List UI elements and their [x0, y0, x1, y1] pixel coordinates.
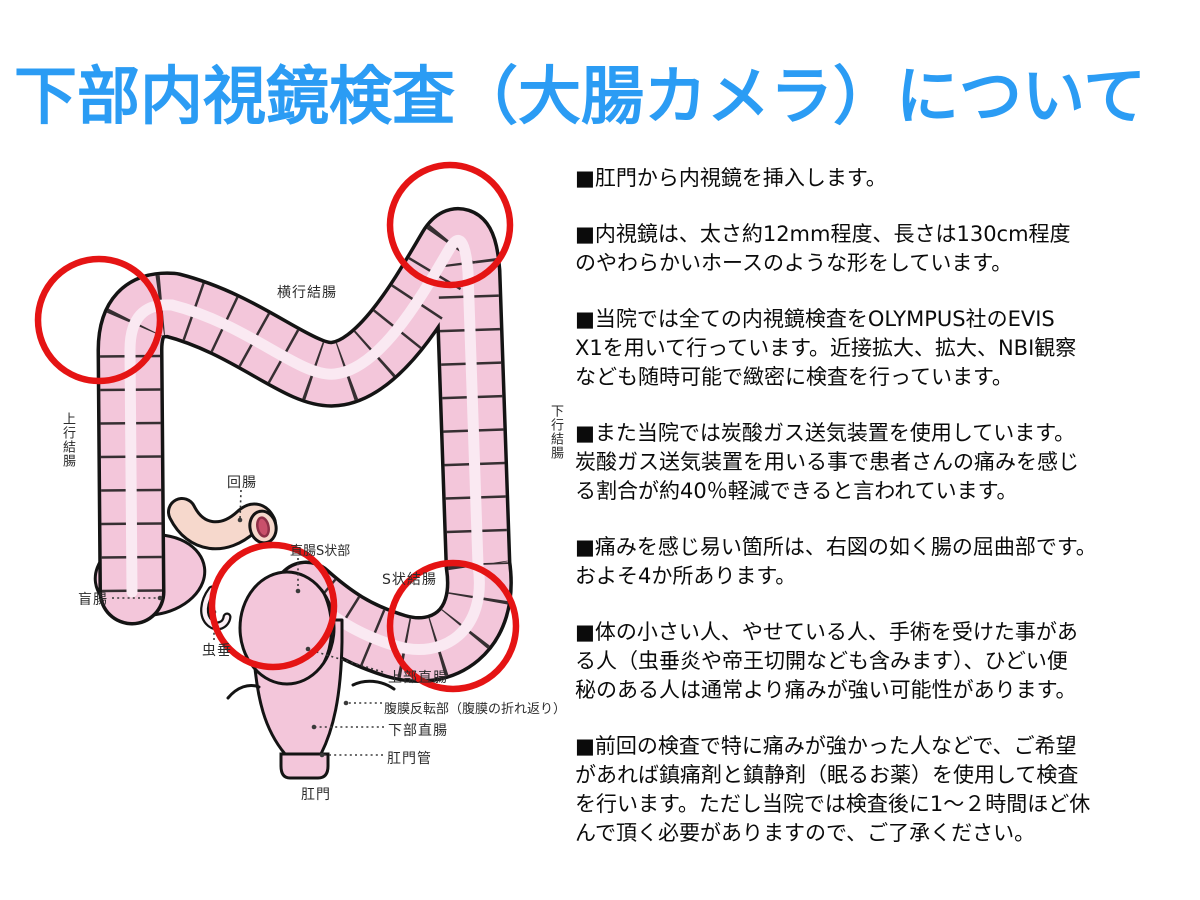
- text-line: 秘のある人は通常より痛みが強い可能性があります。: [575, 678, 1077, 702]
- label-peritoneal-reflection: 腹膜反転部（腹膜の折れ返り）: [384, 702, 567, 717]
- label-leader-lines: [112, 489, 384, 756]
- text-line: ■前回の検査で特に痛みが強かった人などで、ご希望: [575, 734, 1077, 758]
- label-anal-canal: 肛門管: [387, 751, 432, 767]
- pain-point-rectosigmoid: [208, 541, 338, 671]
- label-upper-rectum: 上部直腸: [388, 670, 448, 686]
- text-line: ■肛門から内視鏡を挿入します。: [575, 166, 887, 190]
- colon-diagram: 横行結腸 上行結腸 下行結腸 回腸 盲腸 虫垂 直腸S状部 S状結腸 上部直腸 …: [0, 150, 600, 900]
- bullet-pain-points: ■痛みを感じ易い箇所は、右図の如く腸の屈曲部です。 およそ4か所あります。: [575, 533, 1200, 591]
- bullet-insertion: ■肛門から内視鏡を挿入します。: [575, 164, 1200, 193]
- label-appendix: 虫垂: [202, 643, 232, 659]
- text-line: る人（虫垂炎や帝王切開なども含みます）、ひどい便: [575, 649, 1068, 673]
- bullet-scope-size: ■内視鏡は、太さ約12mm程度、長さは130cm程度 のやわらかいホースのような…: [575, 220, 1200, 278]
- pain-point-sigmoid-descending: [386, 559, 520, 693]
- ileum-shape: [167, 497, 278, 551]
- text-line: なども随時可能で緻密に検査を行っています。: [575, 365, 1013, 389]
- label-cecum: 盲腸: [78, 592, 108, 608]
- text-line: X1を用いて行っています。近接拡大、拡大、NBI観察: [575, 336, 1077, 360]
- text-line: ■当院では全ての内視鏡検査をOLYMPUS社のEVIS: [575, 307, 1055, 331]
- text-line: ■体の小さい人、やせている人、手術を受けた事があ: [575, 620, 1078, 644]
- appendix-shape: [200, 585, 232, 631]
- text-line: を行います。ただし当院では検査後に1～２時間ほど休: [575, 792, 1091, 816]
- label-ileum: 回腸: [227, 475, 257, 491]
- label-transverse-colon: 横行結腸: [277, 285, 337, 301]
- info-text-column: ■肛門から内視鏡を挿入します。 ■内視鏡は、太さ約12mm程度、長さは130cm…: [575, 164, 1200, 875]
- bullet-sedation: ■前回の検査で特に痛みが強かった人などで、ご希望 があれば鎮痛剤と鎮静剤（眠るお…: [575, 732, 1200, 848]
- bullet-risk-factors: ■体の小さい人、やせている人、手術を受けた事があ る人（虫垂炎や帝王切開なども含…: [575, 618, 1200, 705]
- bullet-co2-insufflation: ■また当院では炭酸ガス送気装置を使用しています。 炭酸ガス送気装置を用いる事で患…: [575, 419, 1200, 506]
- text-line: ■痛みを感じ易い箇所は、右図の如く腸の屈曲部です。: [575, 535, 1097, 559]
- bullet-equipment: ■当院では全ての内視鏡検査をOLYMPUS社のEVIS X1を用いて行っています…: [575, 305, 1200, 392]
- text-line: のやわらかいホースのような形をしています。: [575, 251, 1013, 275]
- label-rectosigmoid: 直腸S状部: [290, 544, 351, 559]
- label-lower-rectum: 下部直腸: [388, 723, 448, 739]
- text-line: 炭酸ガス送気装置を用いる事で患者さんの痛みを感じ: [575, 450, 1079, 474]
- text-line: およそ4か所あります。: [575, 564, 797, 588]
- pain-point-splenic-flexure: [386, 161, 514, 289]
- page-title: 下部内視鏡検査（大腸カメラ）について: [14, 60, 1147, 133]
- colon-illustration: [34, 161, 520, 780]
- text-line: ■内視鏡は、太さ約12mm程度、長さは130cm程度: [575, 222, 1071, 246]
- label-anus: 肛門: [301, 787, 331, 803]
- label-sigmoid-colon: S状結腸: [382, 572, 437, 588]
- text-line: る割合が約40％軽減できると言われています。: [575, 479, 1018, 503]
- label-descending-colon: 下行結腸: [548, 404, 563, 460]
- text-line: ■また当院では炭酸ガス送気装置を使用しています。: [575, 421, 1076, 445]
- pain-point-circles: [34, 161, 520, 693]
- text-line: んで頂く必要がありますので、ご了承ください。: [575, 821, 1036, 845]
- label-ascending-colon: 上行結腸: [60, 412, 75, 468]
- text-line: があれば鎮痛剤と鎮静剤（眠るお薬）を使用して検査: [575, 763, 1079, 787]
- pain-point-hepatic-flexure: [34, 255, 164, 385]
